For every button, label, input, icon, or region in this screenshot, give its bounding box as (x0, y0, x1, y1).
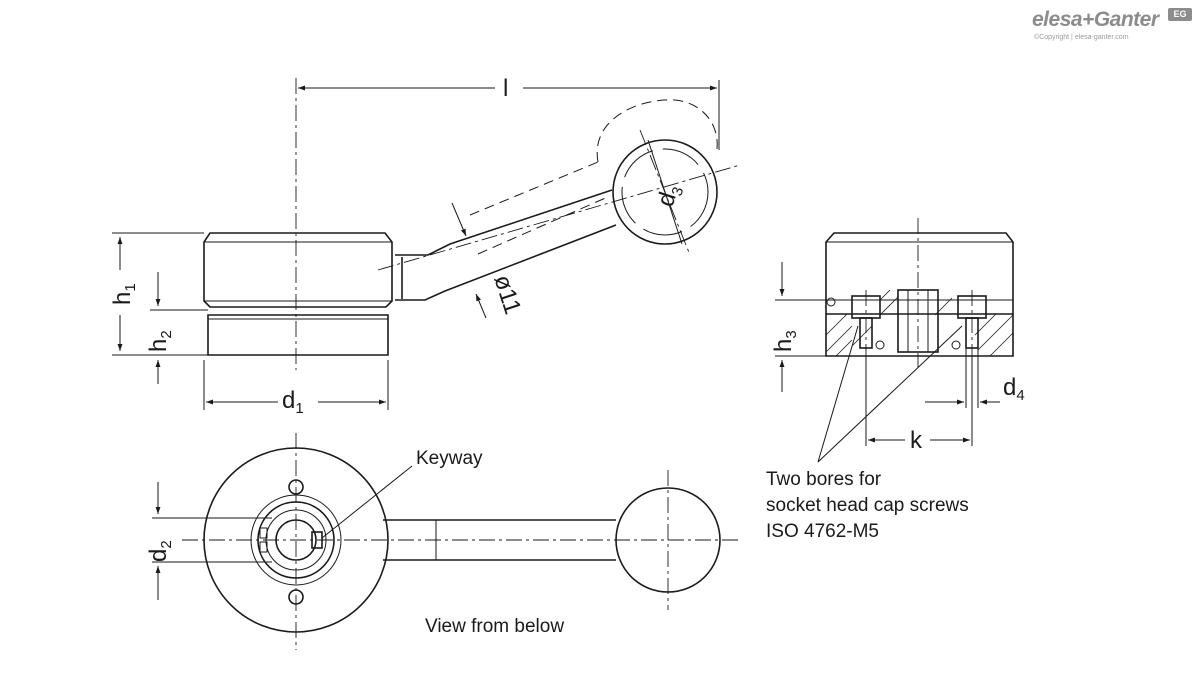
section-view (825, 218, 1014, 368)
dim-d2-label: d2 (145, 540, 175, 562)
dim-phi11-label: ø11 (488, 272, 526, 318)
dim-d1-label: d1 (282, 387, 304, 417)
dim-l: l (298, 75, 720, 150)
section-hatching (825, 289, 1014, 357)
bottom-view (182, 433, 740, 650)
keyway-label: Keyway (416, 448, 483, 469)
section-outline (825, 232, 1014, 357)
bores-leader (817, 325, 963, 463)
dim-h3: h3 (770, 262, 826, 392)
arm-bottom (383, 519, 616, 561)
hub-base (207, 314, 389, 356)
logo-badge: EG (1168, 8, 1192, 21)
bores-note-line2: socket head cap screws (766, 495, 969, 516)
front-view (203, 78, 741, 370)
hub-upper (203, 232, 393, 308)
dim-d2: d2 (145, 482, 272, 600)
dim-k-label: k (910, 427, 923, 454)
dim-h2-label: h2 (145, 330, 175, 352)
dim-d1: d1 (203, 360, 389, 417)
bores-note-line3: ISO 4762-M5 (766, 521, 879, 542)
dim-k-d4: k d4 (865, 348, 1025, 454)
lever-arm-alt (469, 161, 611, 255)
dim-h1-label: h1 (109, 283, 139, 305)
knob-alt (596, 99, 718, 163)
keyway-leader (321, 465, 413, 539)
knob (612, 139, 718, 245)
dim-h1-h2: h1 h2 (109, 232, 208, 384)
view-from-below-label: View from below (425, 616, 564, 637)
dim-l-label: l (503, 75, 508, 102)
lever-arm (395, 189, 617, 301)
center-bore (897, 289, 939, 353)
dim-h3-label: h3 (770, 330, 800, 352)
dim-phi11: ø11 (451, 202, 526, 319)
logo-text: elesa+Ganter (1032, 8, 1159, 31)
bores-note-line1: Two bores for (766, 469, 882, 490)
logo-copyright: ©Copyright | elesa-ganter.com (1034, 34, 1129, 41)
brand-logo: elesa+Ganter EG ©Copyright | elesa-gante… (1032, 8, 1198, 48)
dim-d3-label: d3 (652, 181, 687, 211)
dim-d3: d3 (647, 139, 687, 245)
dim-d4-label: d4 (1003, 374, 1025, 404)
